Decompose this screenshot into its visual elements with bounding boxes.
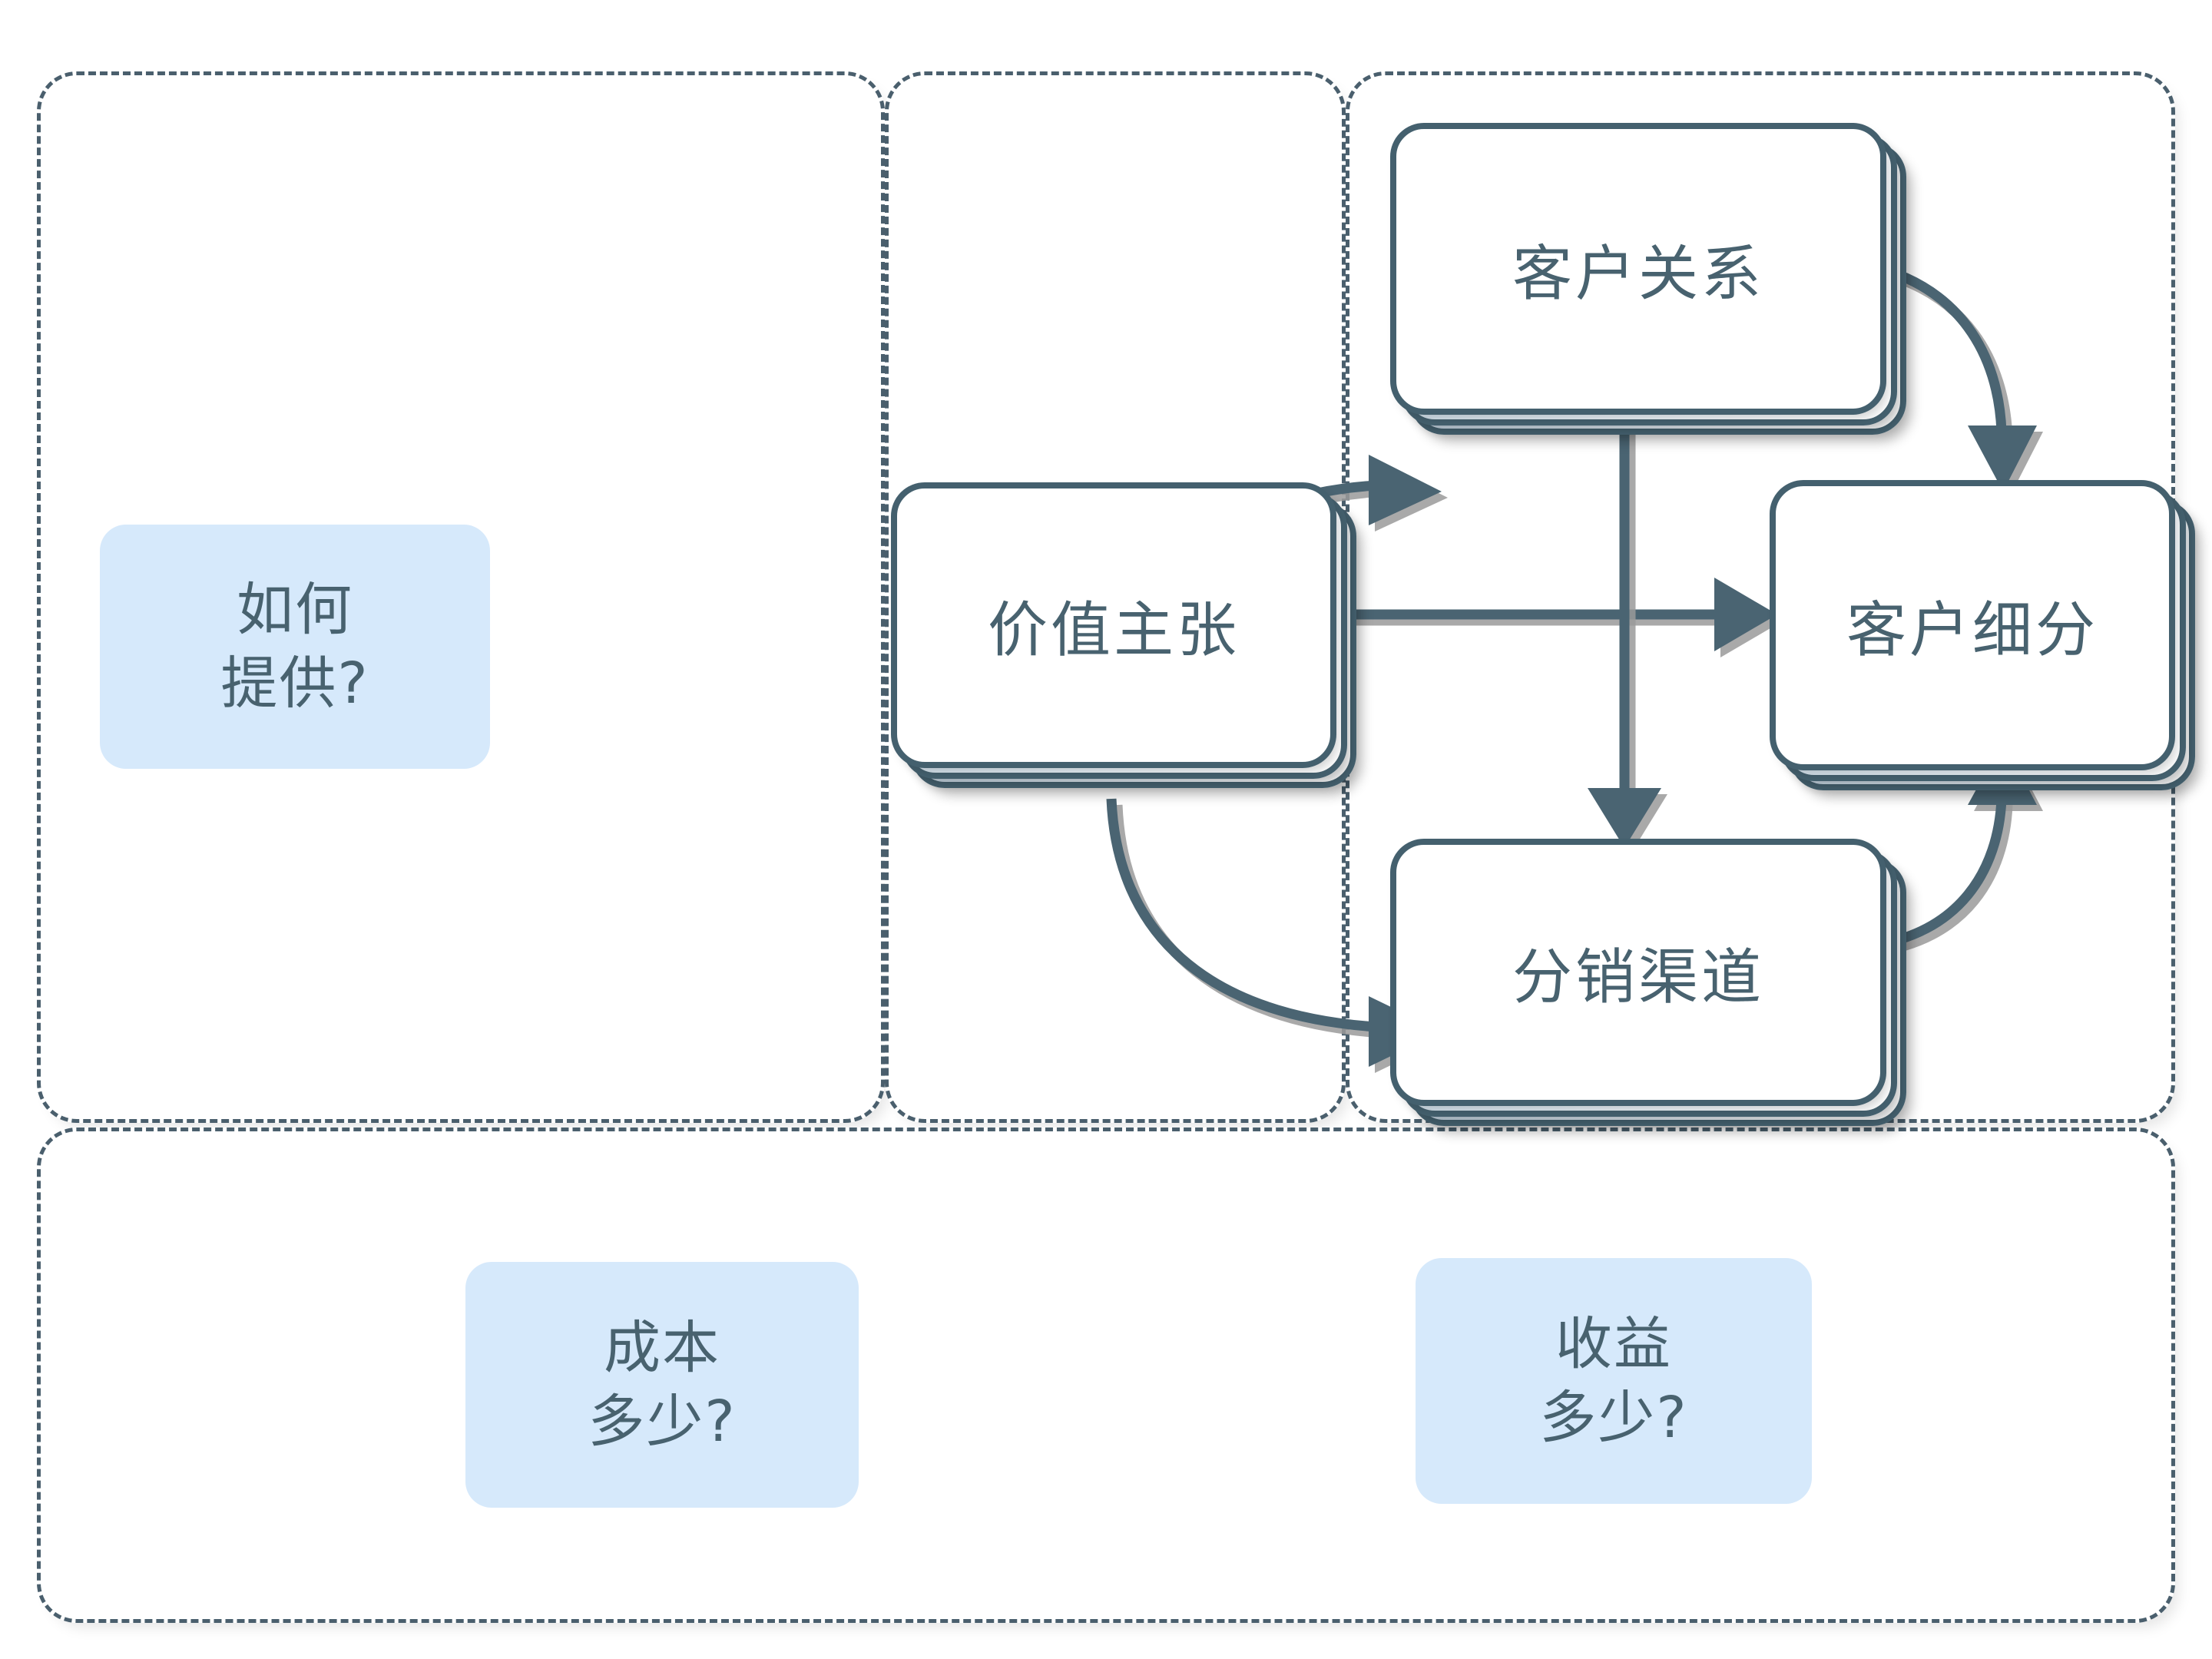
question-box-cost[interactable]: 成本 多少? [465,1262,859,1508]
node-label: 客户细分 [1846,596,2098,665]
node-distribution-channels[interactable]: 分销渠道 [1390,839,1906,1126]
node-customer-relationships[interactable]: 客户关系 [1390,123,1906,435]
question-box-how-deliver[interactable]: 如何 提供? [100,525,490,769]
node-label: 分销渠道 [1512,943,1764,1012]
node-customer-segments[interactable]: 客户细分 [1770,480,2195,790]
card-stack-front [1390,839,1886,1106]
finance-panel [37,1128,2175,1623]
node-value-proposition[interactable]: 价值主张 [891,482,1356,788]
card-stack-front [1390,123,1886,415]
node-label: 客户关系 [1512,240,1764,309]
node-label: 价值主张 [987,596,1240,665]
question-box-revenue[interactable]: 收益 多少? [1416,1258,1812,1504]
card-stack-front [1770,480,2175,770]
